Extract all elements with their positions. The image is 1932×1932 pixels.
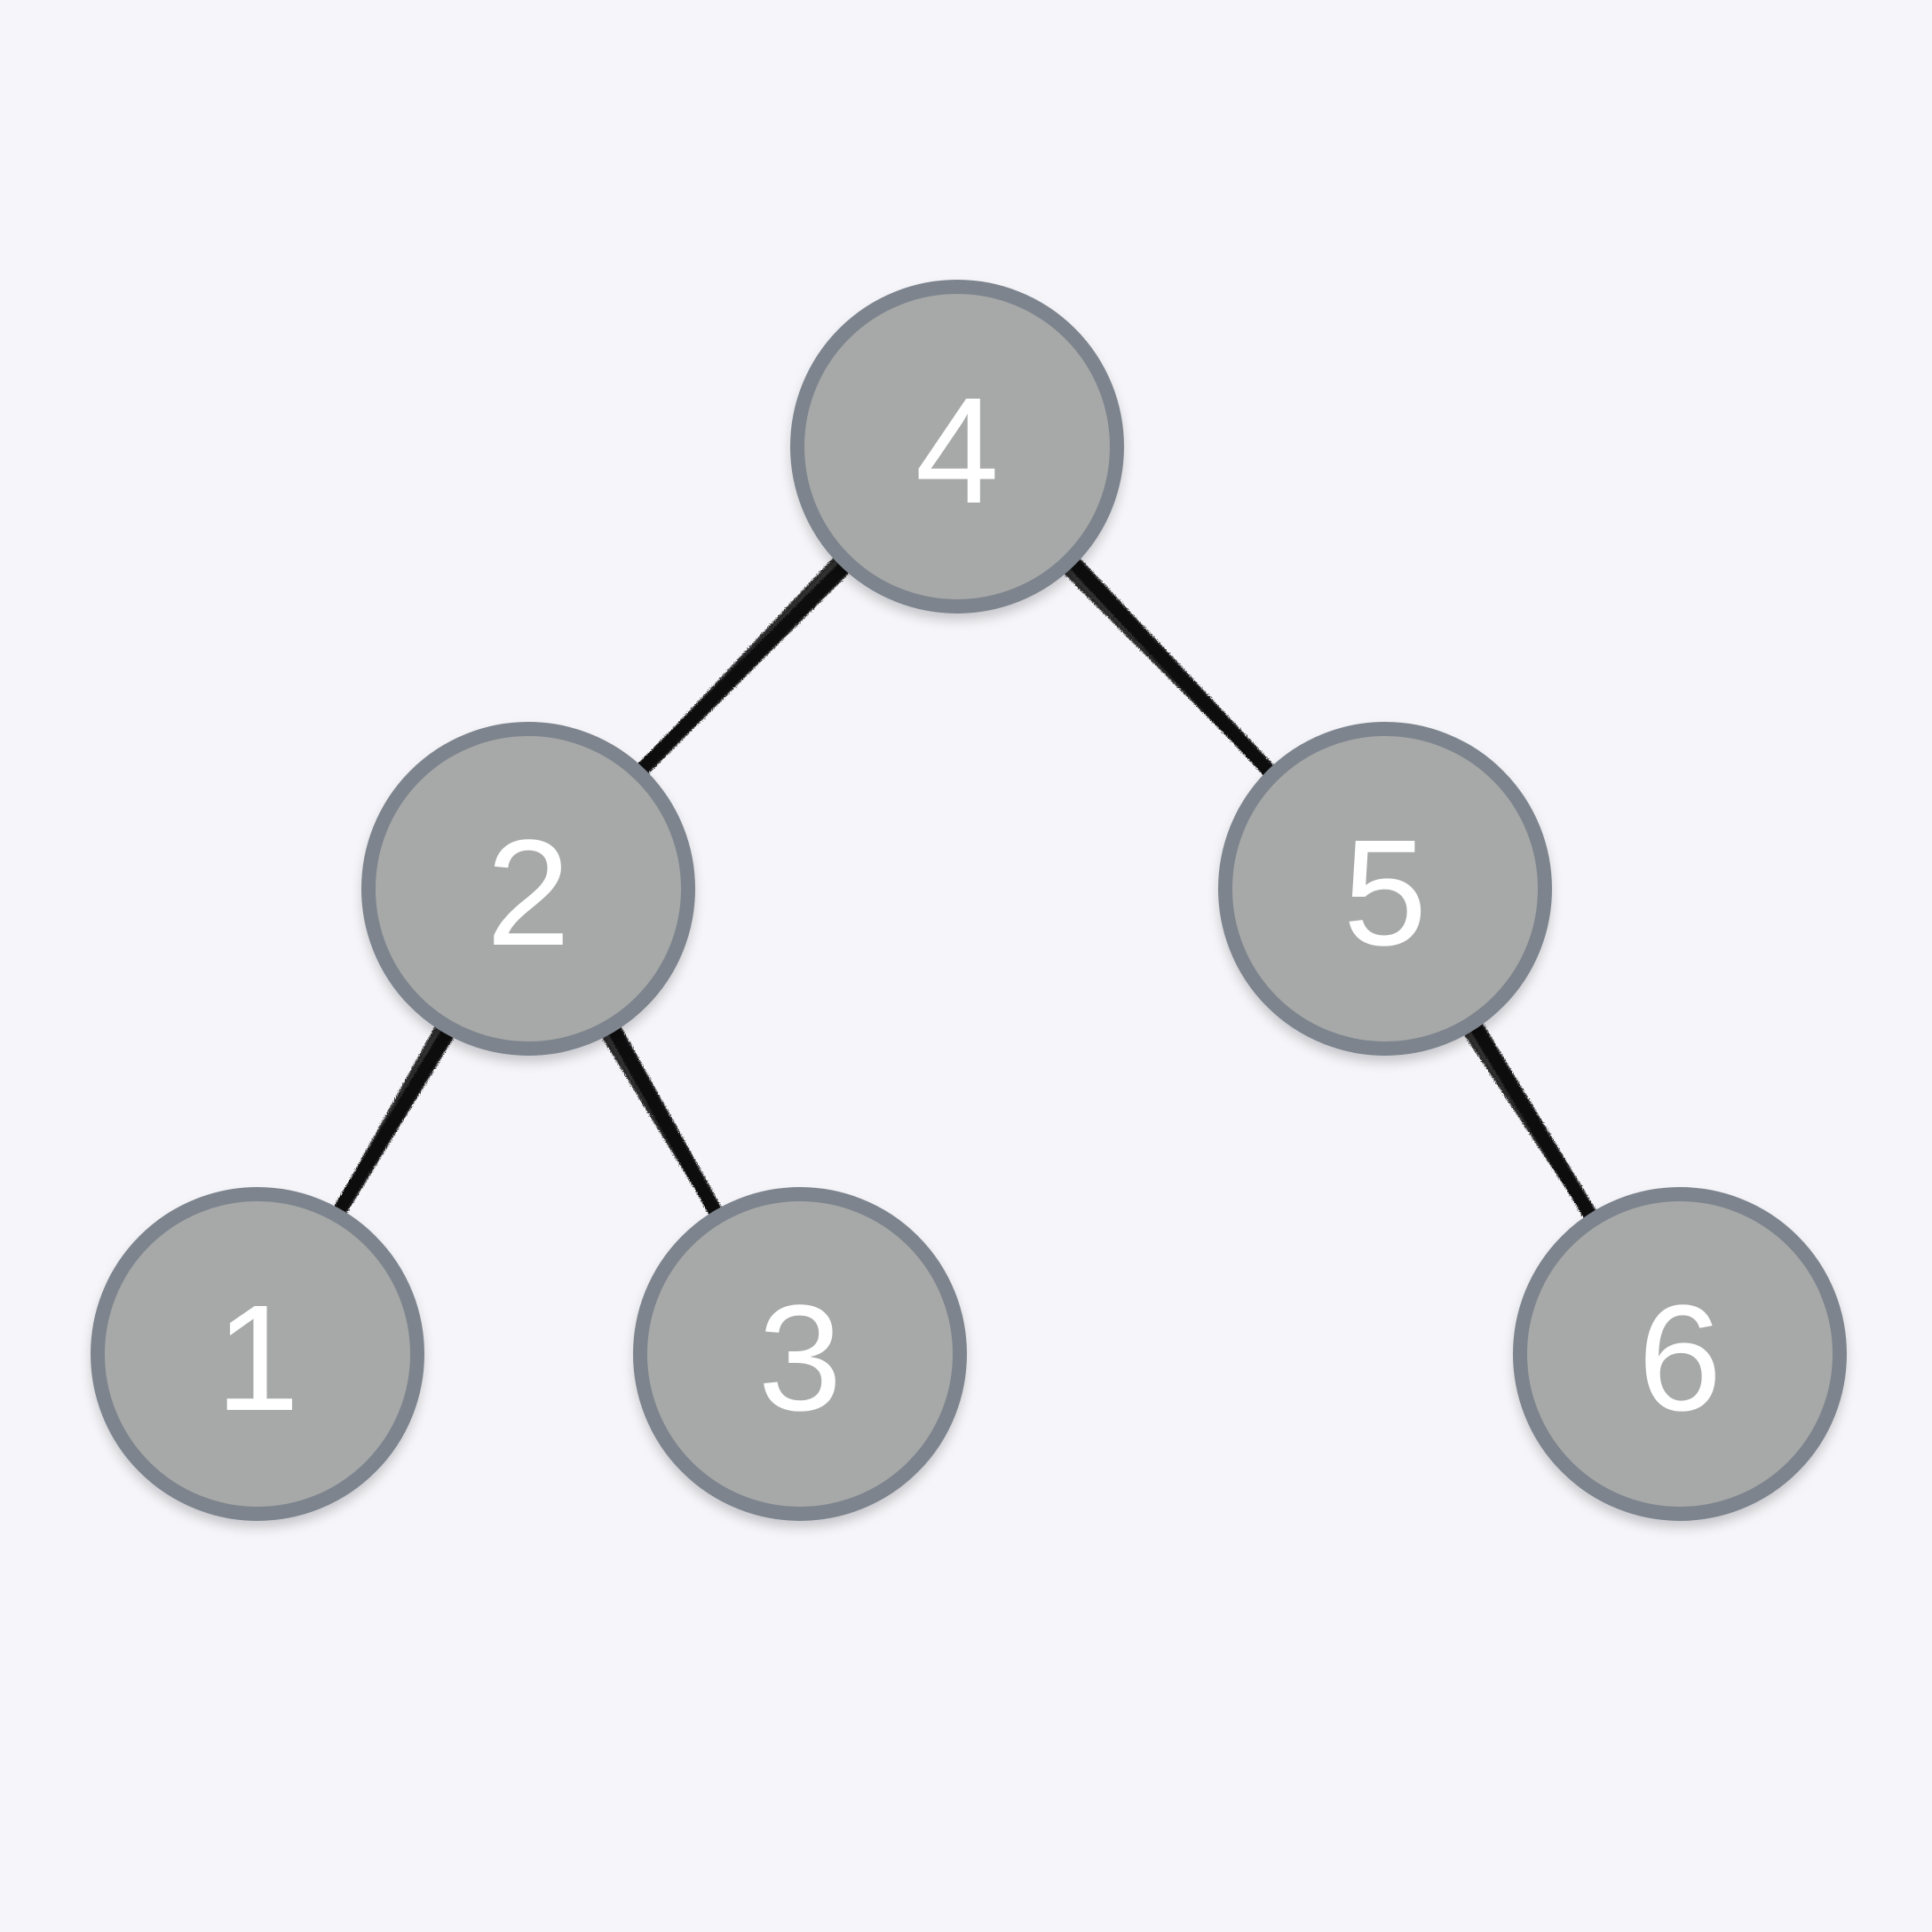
edge-stroke	[622, 541, 856, 788]
tree-edge-4-5	[1047, 540, 1291, 796]
tree-node-4: 4	[790, 280, 1124, 614]
edge-stroke	[590, 1012, 730, 1235]
edge-stroke	[622, 539, 852, 785]
edge-stroke	[1048, 550, 1288, 791]
node-circle	[1218, 722, 1552, 1056]
edge-stroke	[603, 1005, 733, 1233]
tree-edge-2-1	[320, 1004, 467, 1237]
node-circle	[91, 1187, 424, 1521]
nodes-layer: 4 2 5 1 3 6	[91, 280, 1847, 1521]
tree-edge-5-6	[1450, 1001, 1610, 1242]
edge-stroke	[1450, 1013, 1601, 1239]
edges-layer	[320, 539, 1610, 1242]
edge-stroke	[328, 1012, 466, 1235]
edge-stroke	[1047, 554, 1284, 792]
edge-stroke	[1452, 1010, 1605, 1238]
tree-node-5: 5	[1218, 722, 1552, 1056]
edge-stroke	[324, 1005, 454, 1233]
node-label: 5	[1343, 809, 1428, 978]
tree-node-1: 1	[91, 1187, 424, 1521]
tree-node-3: 3	[633, 1187, 967, 1521]
edge-stroke	[1468, 1002, 1610, 1233]
edge-stroke	[1464, 1002, 1609, 1236]
tree-node-2: 2	[361, 722, 695, 1056]
node-label: 1	[216, 1274, 300, 1443]
node-label: 4	[915, 367, 1000, 535]
node-circle	[790, 280, 1124, 614]
edge-stroke	[629, 554, 867, 792]
node-label: 6	[1638, 1274, 1722, 1443]
edge-stroke	[1058, 541, 1291, 788]
edge-stroke	[322, 1004, 449, 1231]
node-circle	[1513, 1187, 1847, 1521]
tree-node-6: 6	[1513, 1187, 1847, 1521]
node-circle	[361, 722, 695, 1056]
node-label: 3	[758, 1274, 843, 1443]
edge-stroke	[1061, 540, 1291, 786]
edge-stroke	[331, 1015, 467, 1235]
node-label: 2	[487, 809, 571, 978]
node-circle	[633, 1187, 967, 1521]
edge-stroke	[589, 1015, 725, 1236]
edge-stroke	[625, 550, 867, 791]
tree-edge-4-2	[619, 539, 867, 792]
edge-stroke	[606, 1005, 734, 1231]
tree-edge-2-3	[589, 1003, 734, 1239]
